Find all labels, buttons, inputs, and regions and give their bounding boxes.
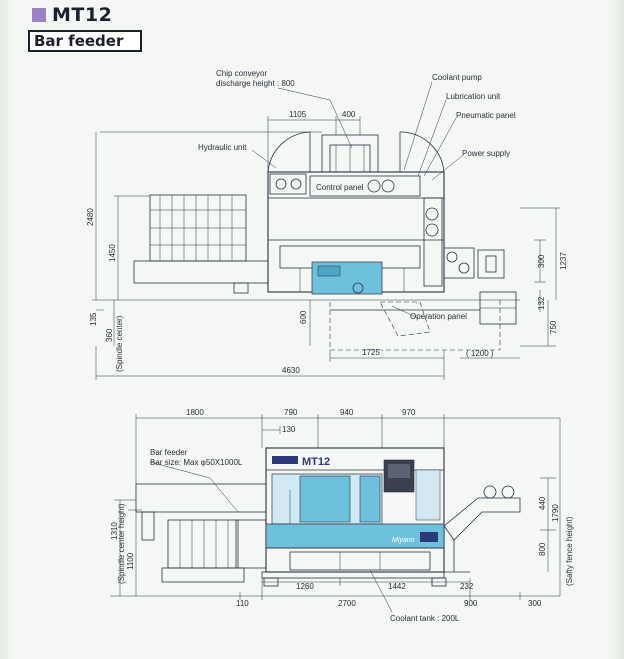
bar-feeder-label: Bar feeder <box>150 448 188 457</box>
dim-1450: 1450 <box>108 244 117 262</box>
header-bullet-icon <box>32 8 46 22</box>
machine-plan <box>267 131 517 351</box>
dim-900: 900 <box>464 599 478 608</box>
dim-1260: 1260 <box>296 582 314 591</box>
dim-232: 232 <box>460 582 474 591</box>
bar-feeder-front <box>135 483 267 583</box>
bar-size-label: Bar size: Max φ50X1000L <box>150 458 243 467</box>
lubrication-unit-label: Lubrication unit <box>446 92 501 101</box>
power-supply-label: Power supply <box>462 149 510 158</box>
dim-400: 400 <box>342 110 356 119</box>
dim-110: 110 <box>236 599 249 608</box>
front-view: MT12 Miyano <box>110 408 574 623</box>
chip-conveyor-front <box>443 485 521 573</box>
dim-130: 130 <box>282 425 296 434</box>
spindle-center-height-label: (Spindle center height) <box>117 503 126 584</box>
model-name: MT12 <box>52 4 113 26</box>
spindle-center-label: (Spindle center) <box>115 315 124 372</box>
hydraulic-unit-label: Hydraulic unit <box>198 143 247 152</box>
pneumatic-panel-label: Pneumatic panel <box>456 111 516 120</box>
brand-logo: Miyano <box>392 537 415 544</box>
dim-4630: 4630 <box>282 366 300 375</box>
front-leader-lines <box>149 461 393 613</box>
dim-1725: 1725 <box>362 348 380 357</box>
machine-badge: MT12 <box>302 456 330 468</box>
top-view: Chip conveyor discharge height : 800 Coo… <box>86 69 568 380</box>
dim-1310: 1310 <box>110 522 119 540</box>
safety-fence-height-label: (Safty fence height) <box>565 516 574 586</box>
front-dimension-lines <box>110 414 561 600</box>
dim-2700: 2700 <box>338 599 356 608</box>
dim-440: 440 <box>538 496 547 510</box>
top-dimension-lines <box>92 116 560 380</box>
dim-1237: 1237 <box>559 252 568 270</box>
dim-1790: 1790 <box>551 504 560 522</box>
page-header: MT12 <box>32 4 112 26</box>
coolant-pump-label: Coolant pump <box>432 73 482 82</box>
top-leader-lines <box>251 81 463 319</box>
dim-1105: 1105 <box>289 110 307 119</box>
coolant-tank-label: Coolant tank : 200L <box>390 614 460 623</box>
dim-1800: 1800 <box>186 408 204 417</box>
bar-feeder-plan <box>133 194 269 294</box>
operation-panel-label: Operation panel <box>410 312 467 321</box>
dim-940: 940 <box>340 408 354 417</box>
machine-front: MT12 Miyano <box>261 447 447 587</box>
dim-360: 360 <box>105 328 114 342</box>
dim-135: 135 <box>89 312 98 326</box>
dim-790: 790 <box>284 408 298 417</box>
dim-300-bottom: 300 <box>528 599 542 608</box>
dim-800: 800 <box>538 542 547 556</box>
dim-2480: 2480 <box>86 208 95 226</box>
dim-1442: 1442 <box>388 582 406 591</box>
chip-conveyor-height-label: discharge height : 800 <box>216 79 295 88</box>
dim-300: 300 <box>537 254 546 268</box>
dim-600: 600 <box>299 310 308 324</box>
dim-970: 970 <box>402 408 416 417</box>
dim-132: 132 <box>537 296 546 310</box>
dim-1100: 1100 <box>126 552 135 570</box>
page-title: Bar feeder <box>28 30 142 52</box>
dim-1200: ( 1200 ) <box>466 349 494 358</box>
control-panel-label: Control panel <box>316 183 364 192</box>
chip-conveyor-label: Chip conveyor <box>216 69 267 78</box>
dim-750: 750 <box>549 320 558 334</box>
